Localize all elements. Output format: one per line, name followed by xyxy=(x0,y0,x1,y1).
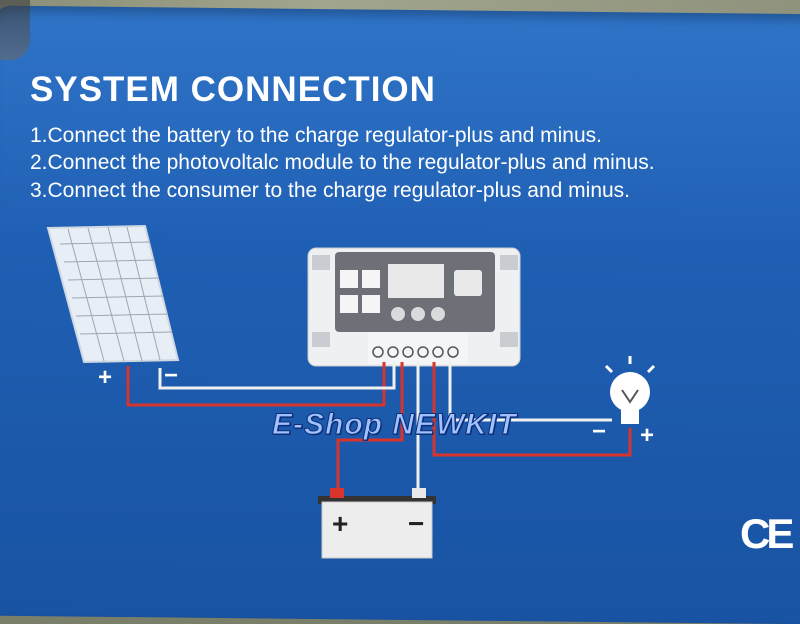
lamp-icon xyxy=(604,356,656,424)
charge-controller-icon xyxy=(307,247,521,367)
panel-minus-label: − xyxy=(164,362,179,389)
instruction-step-1: 1.Connect the battery to the charge regu… xyxy=(30,124,603,147)
section-heading: SYSTEM CONNECTION xyxy=(30,70,436,109)
wiring-diagram xyxy=(46,224,656,559)
panel-plus-label: + xyxy=(98,364,113,391)
battery-minus-label: − xyxy=(408,508,425,539)
solar-panel-icon xyxy=(46,224,180,364)
instruction-step-3: 3.Connect the consumer to the charge reg… xyxy=(30,179,631,202)
battery-icon xyxy=(318,488,436,559)
battery-plus-label: + xyxy=(332,508,349,539)
wires xyxy=(126,362,632,492)
instruction-step-2: 2.Connect the photovoltalc module to the… xyxy=(30,151,655,174)
seller-watermark: E-Shop NEWKIT xyxy=(272,408,517,442)
lamp-minus-label: − xyxy=(592,418,607,445)
ce-mark: CE xyxy=(740,510,794,557)
box-corner-shadow xyxy=(0,0,30,60)
lamp-plus-label: + xyxy=(640,422,655,449)
